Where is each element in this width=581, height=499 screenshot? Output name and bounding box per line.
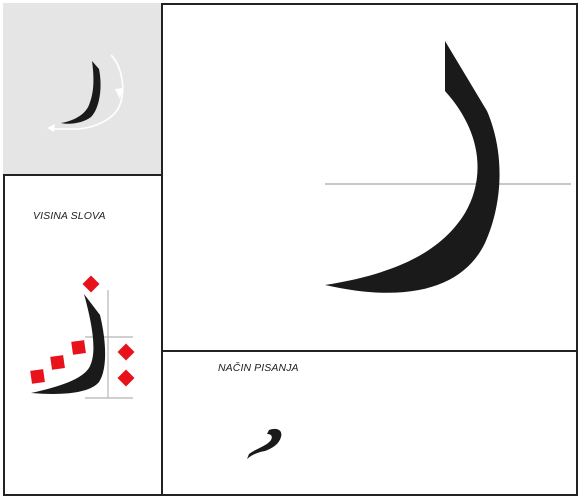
letter-ra-small (61, 61, 101, 124)
arrowhead-icon (47, 124, 55, 132)
height-dot (118, 344, 135, 361)
letter-ra-handwritten (247, 429, 281, 459)
height-dot (118, 370, 135, 387)
main-letter-diagram (161, 3, 578, 352)
main-letter-panel (161, 3, 578, 352)
height-dot (83, 276, 100, 293)
letter-height-panel: VISINA SLOVA (3, 174, 163, 496)
stroke-direction-diagram (3, 3, 163, 176)
width-dot (30, 369, 45, 384)
width-dot (50, 355, 65, 370)
writing-method-panel: NAČIN PISANJA (161, 350, 578, 496)
letter-ra-large (325, 41, 500, 293)
stroke-direction-panel (3, 3, 163, 176)
letter-height-diagram (3, 174, 163, 496)
writing-method-diagram (161, 350, 578, 496)
width-dot (71, 340, 86, 355)
